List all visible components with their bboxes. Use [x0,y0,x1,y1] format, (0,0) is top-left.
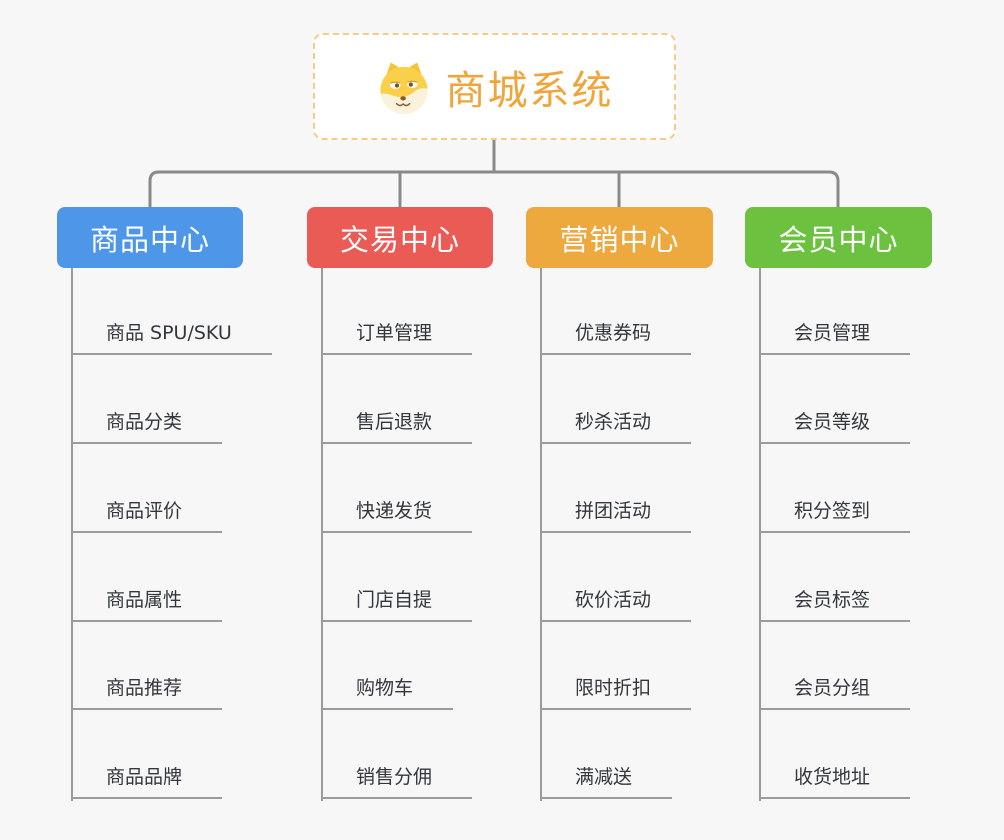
branch-label: 会员中心 [778,222,899,257]
leaf-topic[interactable]: 销售分佣 [321,761,473,799]
leaf-topic[interactable]: 限时折扣 [540,672,692,710]
branch-spine [321,268,323,801]
leaf-topic[interactable]: 商品 SPU/SKU [71,317,272,355]
leaf-topic[interactable]: 门店自提 [321,584,473,622]
leaf-topic[interactable]: 售后退款 [321,406,473,444]
branch-spine [759,268,761,801]
branch-spine [540,268,542,801]
branch-node-marketing[interactable]: 营销中心 [526,207,713,268]
branch-spine [71,268,73,801]
doge-icon [376,59,432,115]
leaf-topic[interactable]: 购物车 [321,672,454,710]
leaf-topic[interactable]: 秒杀活动 [540,406,692,444]
branch-node-products[interactable]: 商品中心 [57,207,243,268]
branch-label: 营销中心 [559,222,680,257]
rail-line [148,170,840,207]
leaf-topic[interactable]: 满减送 [540,761,673,799]
leaf-topic[interactable]: 会员等级 [759,406,911,444]
root-title: 商城系统 [445,67,614,114]
branch-node-trade[interactable]: 交易中心 [307,207,493,268]
leaf-topic[interactable]: 商品属性 [71,584,223,622]
leaf-topic[interactable]: 商品评价 [71,495,223,533]
leaf-topic[interactable]: 拼团活动 [540,495,692,533]
leaf-topic[interactable]: 积分签到 [759,495,911,533]
leaf-topic[interactable]: 会员分组 [759,672,911,710]
leaf-topic[interactable]: 会员标签 [759,584,911,622]
branch-node-members[interactable]: 会员中心 [745,207,932,268]
leaf-topic[interactable]: 会员管理 [759,317,911,355]
root-node[interactable]: 商城系统 [313,33,676,140]
leaf-topic[interactable]: 订单管理 [321,317,473,355]
leaf-topic[interactable]: 快递发货 [321,495,473,533]
leaf-topic[interactable]: 砍价活动 [540,584,692,622]
leaf-topic[interactable]: 商品品牌 [71,761,223,799]
branch-label: 商品中心 [89,222,210,257]
leaf-topic[interactable]: 收货地址 [759,761,911,799]
leaf-topic[interactable]: 商品推荐 [71,672,223,710]
branch-label: 交易中心 [339,222,460,257]
leaf-topic[interactable]: 商品分类 [71,406,223,444]
leaf-topic[interactable]: 优惠券码 [540,317,692,355]
